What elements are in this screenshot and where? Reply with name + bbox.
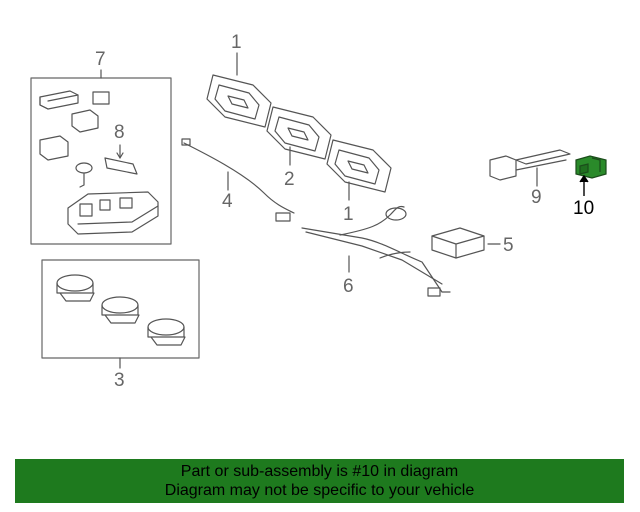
banner-line-2: Diagram may not be specific to your vehi… [164, 482, 475, 499]
callout-6: 6 [343, 276, 354, 297]
module-5-illustration [431, 227, 501, 259]
callout-4: 4 [222, 191, 233, 212]
housing-1a-illustration [206, 74, 272, 128]
callout-1b: 1 [343, 204, 354, 225]
housing-1b-illustration [326, 139, 392, 193]
callout-7: 7 [95, 49, 106, 70]
switch-caps-illustration [39, 90, 110, 188]
harness-6-illustration [301, 205, 451, 297]
housing-2-illustration [266, 106, 332, 160]
callout-5: 5 [503, 235, 514, 256]
switch-base-illustration [67, 191, 159, 235]
box-7-frame [30, 77, 172, 245]
callout-1a: 1 [231, 32, 242, 53]
callout-8: 8 [114, 122, 125, 143]
lamp-units-illustration [56, 274, 186, 346]
callout-9: 9 [531, 187, 542, 208]
callout-10: 10 [573, 198, 595, 219]
wire-4-illustration [181, 138, 295, 222]
part-10-illustration [575, 155, 607, 179]
info-banner: Part or sub-assembly is #10 in diagram D… [15, 459, 624, 503]
part-9-illustration [489, 149, 571, 187]
banner-line-1: Part or sub-assembly is #10 in diagram [180, 463, 459, 480]
bracket-8-illustration [104, 144, 138, 175]
callout-3: 3 [114, 370, 125, 391]
callout-2: 2 [284, 169, 295, 190]
box-3-frame [41, 259, 200, 359]
parts-diagram [30, 52, 607, 369]
